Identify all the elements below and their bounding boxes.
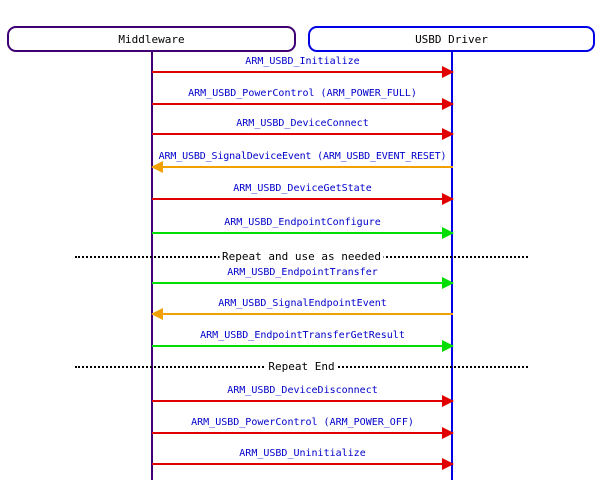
lifeline-middleware: [151, 52, 153, 480]
message-arrow: ARM_USBD_EndpointConfigure: [152, 217, 454, 239]
message-line: [152, 198, 453, 200]
message-arrow: ARM_USBD_DeviceGetState: [152, 183, 454, 205]
message-line: [152, 133, 453, 135]
participant-box-usbd-driver: USBD Driver: [308, 26, 595, 52]
participant-label-usbd-driver: USBD Driver: [415, 32, 488, 46]
message-line: [152, 71, 453, 73]
message-arrow: ARM_USBD_EndpointTransfer: [152, 267, 454, 289]
arrowhead-right-icon: [442, 98, 454, 110]
message-label: ARM_USBD_EndpointTransferGetResult: [200, 330, 405, 341]
message-arrow: ARM_USBD_SignalEndpointEvent: [151, 298, 453, 320]
separator-repeat-start: Repeat and use as needed: [75, 250, 528, 264]
message-label: ARM_USBD_EndpointConfigure: [224, 217, 381, 228]
message-line: [152, 282, 453, 284]
arrowhead-right-icon: [442, 395, 454, 407]
message-line: [152, 232, 453, 234]
message-label: ARM_USBD_Initialize: [245, 56, 360, 67]
message-label: ARM_USBD_DeviceGetState: [233, 183, 372, 194]
message-arrow: ARM_USBD_DeviceDisconnect: [152, 385, 454, 407]
message-line: [152, 400, 453, 402]
message-line: [152, 432, 453, 434]
message-label: ARM_USBD_EndpointTransfer: [227, 267, 378, 278]
message-label: ARM_USBD_DeviceConnect: [236, 118, 369, 129]
message-label: ARM_USBD_PowerControl (ARM_POWER_OFF): [191, 417, 414, 428]
message-label: ARM_USBD_PowerControl (ARM_POWER_FULL): [188, 88, 417, 99]
message-arrow: ARM_USBD_PowerControl (ARM_POWER_OFF): [152, 417, 454, 439]
message-arrow: ARM_USBD_DeviceConnect: [152, 118, 454, 140]
arrowhead-right-icon: [442, 427, 454, 439]
message-arrow: ARM_USBD_SignalDeviceEvent (ARM_USBD_EVE…: [151, 151, 453, 173]
message-label: ARM_USBD_Uninitialize: [239, 448, 366, 459]
message-arrow: ARM_USBD_Uninitialize: [152, 448, 454, 470]
lifeline-usbd-driver: [451, 52, 453, 480]
message-arrow: ARM_USBD_Initialize: [152, 56, 454, 78]
participant-box-middleware: Middleware: [7, 26, 296, 52]
message-line: [152, 345, 453, 347]
message-label: ARM_USBD_SignalEndpointEvent: [218, 298, 387, 309]
participant-label-middleware: Middleware: [118, 32, 185, 46]
message-line: [152, 166, 453, 168]
message-line: [152, 313, 453, 315]
message-line: [152, 463, 453, 465]
arrowhead-right-icon: [442, 458, 454, 470]
arrowhead-right-icon: [442, 227, 454, 239]
arrowhead-right-icon: [442, 193, 454, 205]
arrowhead-right-icon: [442, 128, 454, 140]
arrowhead-left-icon: [151, 308, 163, 320]
separator-label: Repeat End: [265, 360, 338, 374]
arrowhead-right-icon: [442, 340, 454, 352]
arrowhead-right-icon: [442, 277, 454, 289]
message-label: ARM_USBD_SignalDeviceEvent (ARM_USBD_EVE…: [158, 151, 447, 162]
message-label: ARM_USBD_DeviceDisconnect: [227, 385, 378, 396]
arrowhead-left-icon: [151, 161, 163, 173]
separator-repeat-end: Repeat End: [75, 360, 528, 374]
message-line: [152, 103, 453, 105]
arrowhead-right-icon: [442, 66, 454, 78]
message-arrow: ARM_USBD_PowerControl (ARM_POWER_FULL): [152, 88, 454, 110]
message-arrow: ARM_USBD_EndpointTransferGetResult: [152, 330, 454, 352]
separator-label: Repeat and use as needed: [219, 250, 384, 264]
